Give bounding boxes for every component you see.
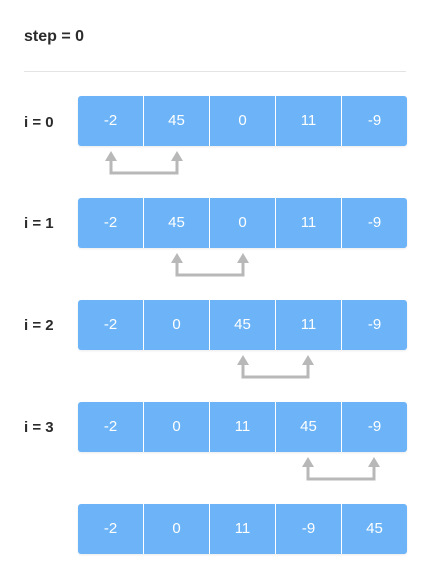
row-label: i = 2 xyxy=(24,317,54,334)
array-cell: 0 xyxy=(143,402,209,452)
arrow-head-icon xyxy=(302,457,314,467)
swap-arrow xyxy=(105,151,183,175)
row-label: i = 0 xyxy=(24,114,54,131)
row-label: i = 3 xyxy=(24,419,54,436)
swap-arrow xyxy=(171,253,249,277)
arrow-head-icon xyxy=(368,457,380,467)
array-cell: -9 xyxy=(341,300,407,350)
array-cell: 11 xyxy=(275,300,341,350)
arrow-head-icon xyxy=(171,151,183,161)
array: -2 0 11 -9 45 xyxy=(78,504,407,554)
array-cell: -2 xyxy=(103,316,118,333)
row-label: i = 1 xyxy=(24,215,54,232)
array-cell: -9 xyxy=(341,402,407,452)
array: -2 0 11 45 -9 xyxy=(78,402,407,452)
array-cell: 45 xyxy=(341,504,407,554)
array: -2 0 45 11 -9 xyxy=(78,300,407,350)
arrow-head-icon xyxy=(237,253,249,263)
array-cell: -9 xyxy=(341,96,407,146)
swap-arrow xyxy=(302,457,380,481)
array-cell: -2 xyxy=(103,112,118,129)
array-cell: 11 xyxy=(275,198,341,248)
array-cell: 45 xyxy=(143,198,209,248)
arrow-head-icon xyxy=(237,355,249,365)
divider xyxy=(24,71,406,72)
array-cell: 0 xyxy=(143,300,209,350)
array-cell: -2 xyxy=(103,418,118,435)
array-cell: 11 xyxy=(209,504,275,554)
array-cell: 11 xyxy=(209,402,275,452)
swap-arrow xyxy=(237,355,314,379)
array: -2 45 0 11 -9 xyxy=(78,96,407,146)
array-cell: 0 xyxy=(209,96,275,146)
array-cell: 0 xyxy=(143,504,209,554)
array-cell: 45 xyxy=(143,96,209,146)
array-cell: 45 xyxy=(275,402,341,452)
array-cell: -2 xyxy=(103,214,118,231)
array-cell: -2 xyxy=(103,520,118,537)
array-cell: 11 xyxy=(275,96,341,146)
arrow-head-icon xyxy=(105,151,117,161)
arrow-head-icon xyxy=(302,355,314,365)
array-cell: -9 xyxy=(275,504,341,554)
array-cell: 45 xyxy=(209,300,275,350)
array-cell: 0 xyxy=(209,198,275,248)
array-cell: -9 xyxy=(341,198,407,248)
arrow-head-icon xyxy=(171,253,183,263)
array: -2 45 0 11 -9 xyxy=(78,198,407,248)
step-title: step = 0 xyxy=(24,28,85,45)
